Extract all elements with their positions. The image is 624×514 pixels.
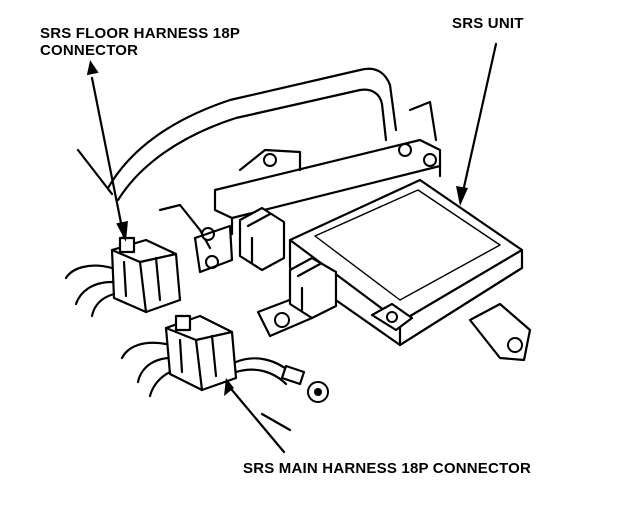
srs-unit-label: SRS UNIT: [452, 15, 524, 32]
unit-connector-sockets: [238, 206, 338, 320]
floor-harness-label-line2: CONNECTOR: [40, 42, 139, 59]
floor-harness-label-line1: SRS FLOOR HARNESS 18P: [40, 25, 241, 42]
srs-unit-box: [256, 178, 532, 362]
main-harness-connector: [120, 314, 329, 403]
leader-arrows: [76, 42, 498, 454]
main-harness-connector-label: SRS MAIN HARNESS 18P CONNECTOR: [243, 460, 531, 477]
mounting-bracket: [106, 67, 438, 250]
floor-harness-connector-label: SRS FLOOR HARNESS 18P CONNECTOR: [40, 25, 240, 59]
floor-harness-connector: [64, 236, 182, 318]
mounting-plate: [193, 138, 442, 274]
